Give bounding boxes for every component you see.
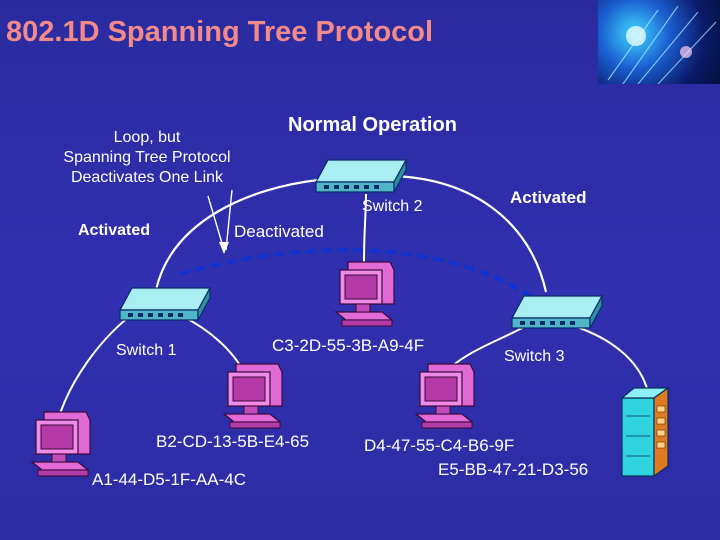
network-switch-icon[interactable] bbox=[510, 294, 604, 332]
link-switch3-server bbox=[573, 325, 649, 393]
server-tower-icon[interactable] bbox=[620, 386, 672, 478]
loop-note: Loop, but Spanning Tree Protocol Deactiv… bbox=[34, 128, 260, 188]
slide-title: 802.1D Spanning Tree Protocol bbox=[6, 16, 434, 48]
address-pc-center: C3-2D-55-3B-A9-4F bbox=[272, 336, 425, 355]
link-switch3-pc-right bbox=[449, 325, 527, 369]
link-switch2-switch1 bbox=[154, 178, 319, 291]
label-switch-1: Switch 1 bbox=[116, 342, 177, 359]
link-switch1-pc-left bbox=[57, 315, 131, 421]
label-switch-3: Switch 3 bbox=[504, 348, 565, 365]
desktop-computer-icon[interactable] bbox=[30, 410, 92, 482]
heading-normal-operation: Normal Operation bbox=[288, 114, 457, 136]
link-switch2-pc-center bbox=[363, 193, 367, 263]
note-pointer-2 bbox=[225, 189, 233, 251]
decorative-corner-image bbox=[598, 0, 720, 84]
desktop-computer-icon[interactable] bbox=[222, 362, 284, 434]
desktop-computer-icon[interactable] bbox=[414, 362, 476, 434]
label-activated-left: Activated bbox=[78, 222, 151, 239]
label-activated-right: Activated bbox=[510, 188, 587, 207]
label-switch-2: Switch 2 bbox=[362, 198, 423, 215]
network-switch-icon[interactable] bbox=[118, 286, 212, 324]
network-switch-icon[interactable] bbox=[314, 158, 408, 196]
desktop-computer-icon[interactable] bbox=[334, 260, 396, 332]
label-deactivated: Deactivated bbox=[234, 222, 324, 241]
link-switch2-switch3 bbox=[391, 174, 548, 293]
address-pc-left: A1-44-D5-1F-AA-4C bbox=[92, 470, 246, 489]
note-line-1: Loop, but bbox=[113, 129, 181, 146]
note-line-3: Deactivates One Link bbox=[70, 169, 224, 186]
note-line-2: Spanning Tree Protocol bbox=[63, 149, 231, 166]
address-pc-right: D4-47-55-C4-B6-9F bbox=[364, 436, 515, 455]
address-server: E5-BB-47-21-D3-56 bbox=[438, 460, 589, 479]
link-switch1-switch3-blocked bbox=[179, 248, 532, 298]
address-pc-mid: B2-CD-13-5B-E4-65 bbox=[156, 432, 310, 451]
note-pointer-1 bbox=[207, 195, 225, 251]
